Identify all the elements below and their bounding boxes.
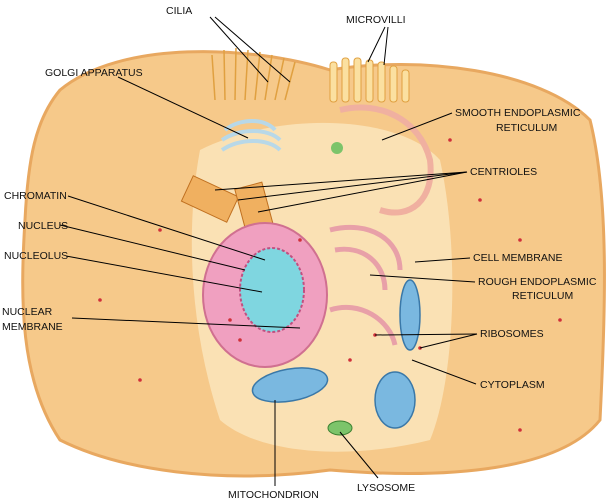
cilia-shape	[211, 47, 296, 101]
label-mitochondrion: MITOCHONDRION	[228, 489, 319, 501]
nucleolus-shape	[239, 247, 305, 333]
label-chromatin: CHROMATIN	[4, 190, 67, 202]
leader-lines	[59, 16, 478, 486]
label-nuclear-membrane-line1: NUCLEAR	[2, 306, 53, 318]
label-golgi-apparatus: GOLGI APPARATUS	[45, 67, 143, 79]
label-cell-membrane: CELL MEMBRANE	[473, 252, 562, 264]
label-nuclear-membrane-line2: MEMBRANE	[2, 321, 63, 333]
smooth-er-shape	[339, 104, 434, 216]
lysosome-shape	[327, 420, 353, 436]
label-microvilli: MICROVILLI	[346, 14, 406, 26]
label-centrioles: CENTRIOLES	[470, 166, 537, 178]
label-smooth-er-line1: SMOOTH ENDOPLASMIC	[455, 107, 581, 119]
label-cilia: CILIA	[166, 5, 192, 17]
label-lysosome: LYSOSOME	[357, 482, 415, 494]
rough-er-shape	[329, 224, 403, 346]
microvilli-shape	[329, 57, 410, 103]
mitochondria-shape	[251, 279, 421, 429]
label-nucleus: NUCLEUS	[18, 220, 68, 232]
label-rough-er-line2: RETICULUM	[512, 290, 573, 302]
label-cytoplasm: CYTOPLASM	[480, 379, 545, 391]
label-rough-er-line1: ROUGH ENDOPLASMIC	[478, 276, 597, 288]
label-nucleolus: NUCLEOLUS	[4, 250, 68, 262]
lysosome-shape-2	[331, 142, 343, 154]
label-smooth-er-line2: RETICULUM	[496, 122, 557, 134]
golgi-shape	[220, 119, 282, 152]
label-ribosomes: RIBOSOMES	[480, 328, 544, 340]
centrioles-shape	[180, 175, 275, 234]
